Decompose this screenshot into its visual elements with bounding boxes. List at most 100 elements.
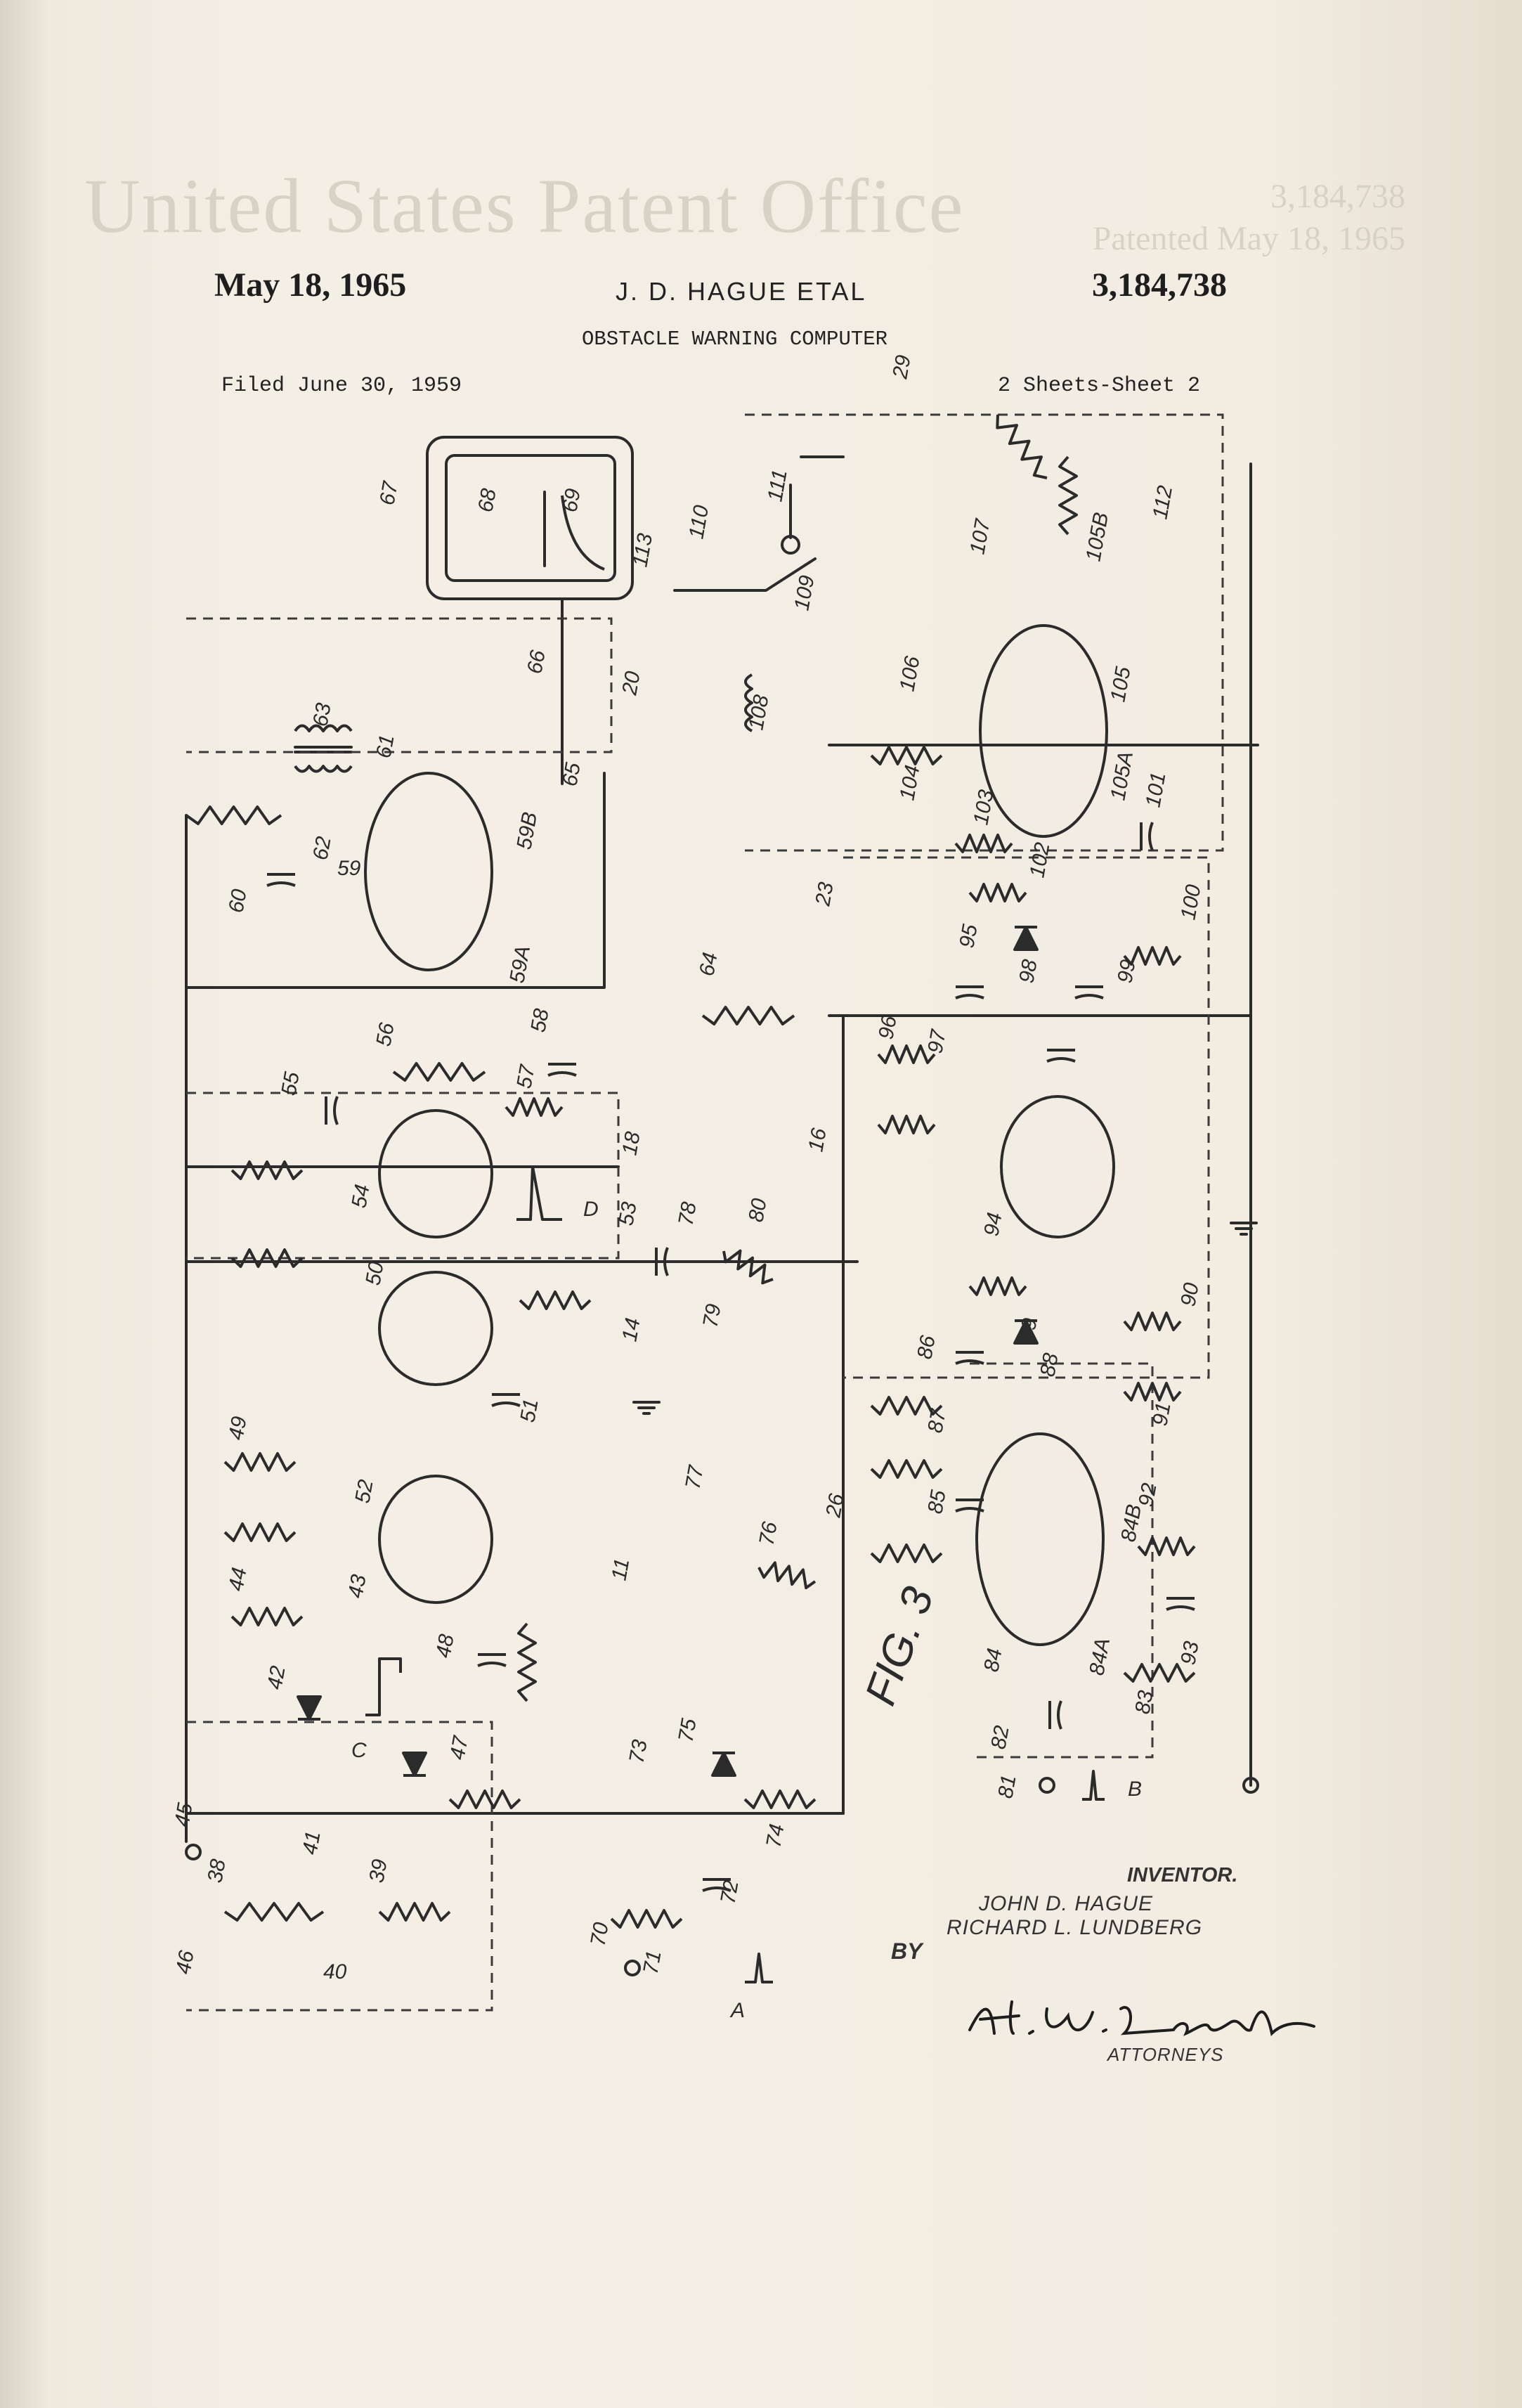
diode-47	[402, 1752, 427, 1777]
label-66: 66	[523, 648, 549, 675]
label-40: 40	[323, 1960, 347, 1983]
resistor-105-load	[1058, 455, 1078, 536]
capacitor-93-plate	[1166, 1605, 1195, 1611]
label-75: 75	[674, 1716, 701, 1744]
waveform-D	[516, 1165, 562, 1221]
label-c: C	[351, 1739, 367, 1762]
label-53: 53	[614, 1200, 641, 1227]
bleed-title: United States Patent Office	[84, 163, 965, 249]
attorneys-label: ATTORNEYS	[1107, 2044, 1224, 2065]
label-45: 45	[170, 1801, 197, 1828]
block-26	[970, 1362, 1154, 1759]
capacitor-101-plate	[1148, 822, 1154, 851]
label-70: 70	[586, 1920, 613, 1948]
label-23: 23	[811, 880, 838, 908]
transformer-63-secondary	[294, 765, 353, 773]
label-94: 94	[980, 1211, 1006, 1238]
resistor-85	[870, 1543, 943, 1563]
label-93: 93	[1176, 1639, 1203, 1666]
patent-title: OBSTACLE WARNING COMPUTER	[582, 328, 888, 351]
label-59b: 59B	[512, 810, 542, 851]
tube-54	[378, 1109, 493, 1238]
terminal-81	[1039, 1777, 1055, 1794]
label-49: 49	[224, 1414, 251, 1442]
resistor-59-load	[185, 805, 282, 825]
label-79: 79	[698, 1302, 725, 1329]
resistor-87	[870, 1396, 943, 1416]
waveform-B	[1082, 1770, 1105, 1801]
label-100: 100	[1176, 883, 1205, 921]
label-82: 82	[987, 1723, 1013, 1751]
sheet-count: 2 Sheets-Sheet 2	[998, 374, 1201, 398]
bleed-through-text: United States Patent Office 3,184,738 Pa…	[84, 162, 1405, 257]
inventor-label: INVENTOR.	[1127, 1864, 1238, 1886]
label-96: 96	[874, 1014, 901, 1041]
terminal-111	[781, 535, 800, 555]
capacitor-55-plate	[333, 1096, 339, 1125]
label-59a: 59A	[505, 944, 535, 985]
resistor-102	[968, 883, 1027, 902]
label-99: 99	[1113, 957, 1140, 985]
label-20: 20	[618, 669, 645, 697]
resistor-49	[223, 1452, 297, 1472]
label-44: 44	[224, 1566, 251, 1593]
label-71: 71	[639, 1949, 665, 1976]
label-42: 42	[263, 1664, 290, 1691]
label-111: 111	[763, 468, 791, 504]
label-98: 98	[1015, 957, 1041, 985]
label-18: 18	[618, 1129, 644, 1157]
scope-curve	[561, 495, 605, 571]
resistor-83	[1123, 1663, 1196, 1683]
label-74: 74	[762, 1823, 788, 1850]
resistor-99	[1123, 946, 1182, 966]
label-62: 62	[308, 834, 335, 862]
label-84b: 84B	[1117, 1503, 1146, 1543]
by-label: BY	[891, 1938, 923, 1964]
inventor-name-2: RICHARD L. LUNDBERG	[947, 1916, 1203, 1939]
attorney-signature	[968, 2000, 1315, 2036]
label-54: 54	[347, 1183, 374, 1210]
tube-94	[1000, 1095, 1115, 1238]
terminal-112	[1242, 1777, 1259, 1794]
label-78: 78	[674, 1200, 701, 1227]
diode-89	[1013, 1319, 1039, 1345]
label-84: 84	[980, 1647, 1006, 1674]
label-84a: 84A	[1085, 1636, 1114, 1677]
label-41: 41	[298, 1830, 325, 1857]
label-92: 92	[1134, 1481, 1161, 1508]
label-89: 89	[1015, 1316, 1041, 1343]
bleed-header-right: 3,184,738 Patented May 18, 1965	[1093, 176, 1405, 260]
label-73: 73	[625, 1737, 651, 1765]
label-38: 38	[203, 1857, 230, 1884]
label-105b: 105B	[1081, 510, 1113, 563]
transformer-63-primary	[294, 724, 353, 732]
resistor-39	[378, 1902, 451, 1922]
label-87: 87	[923, 1406, 951, 1435]
resistor-64	[701, 1006, 795, 1025]
label-16: 16	[804, 1126, 831, 1153]
label-b: B	[1128, 1778, 1142, 1801]
bleed-patented: Patented May 18, 1965	[1092, 220, 1405, 257]
label-11: 11	[607, 1557, 634, 1582]
label-47: 47	[445, 1733, 473, 1761]
capacitor-51-plate	[491, 1402, 521, 1407]
label-105a: 105A	[1106, 749, 1138, 802]
capacitor-53-plate	[663, 1247, 669, 1276]
block-14	[186, 1092, 620, 1260]
label-29: 29	[888, 353, 916, 381]
resistor-85a	[870, 1459, 943, 1479]
resistor-53	[230, 1248, 304, 1268]
resistor-103	[954, 834, 1013, 853]
resistor-74	[743, 1789, 817, 1809]
label-51: 51	[516, 1397, 542, 1425]
resistor-107	[996, 414, 1048, 479]
resistor-38	[223, 1902, 325, 1922]
figure-label: FIG. 3	[856, 1581, 943, 1711]
label-64: 64	[695, 951, 722, 978]
block-40	[186, 1721, 493, 2012]
label-55: 55	[277, 1070, 304, 1097]
label-26: 26	[821, 1491, 849, 1520]
block-23	[843, 856, 1210, 1379]
label-90: 90	[1176, 1281, 1203, 1308]
